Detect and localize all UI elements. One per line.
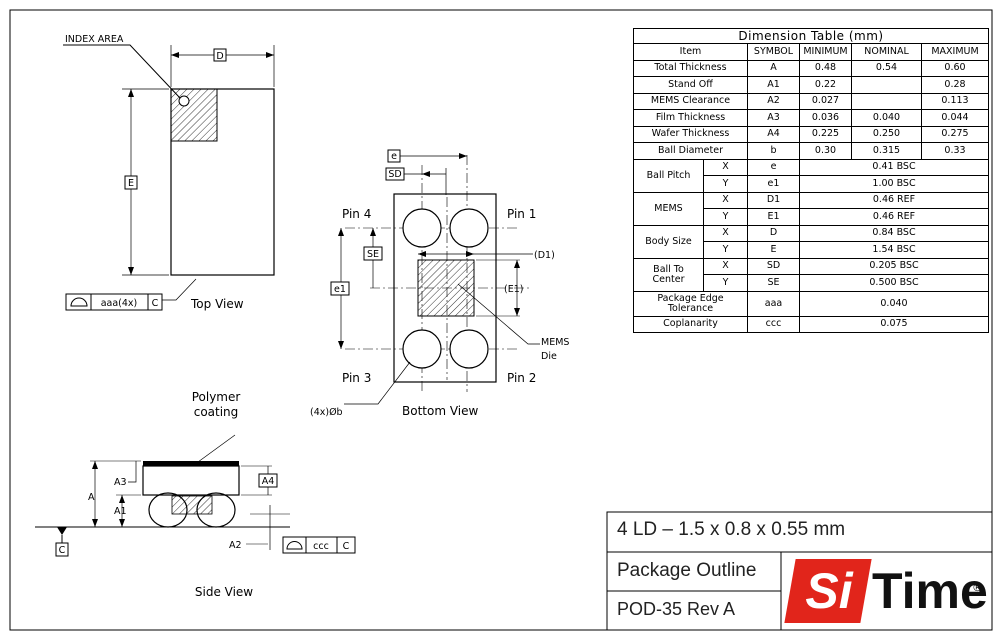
dim-e1-mems: (E1) [504,284,523,295]
top-view: INDEX AREA D E aaa(4x) C Top View [63,34,275,311]
dim-a4: A4 [262,476,275,487]
index-area-label: INDEX AREA [65,34,124,45]
profile-tolerance-icon [70,297,88,307]
ball-pin1 [449,208,489,248]
th-item: Item [633,43,748,61]
bottom-view-caption: Bottom View [402,404,478,418]
ball-pin3 [402,329,442,369]
index-leader [63,44,181,99]
profile-tolerance-icon-2 [286,541,303,550]
table-caption: Dimension Table (mm) [633,28,989,44]
dim-a1: A1 [114,506,127,517]
th-min: MINIMUM [799,43,852,61]
th-symbol: SYMBOL [747,43,800,61]
dim-a3: A3 [114,477,127,488]
dim-a2: A2 [229,540,242,551]
package-outline-label: Package Outline [617,560,757,581]
logo-time-text: Time [872,563,988,619]
package-body [170,88,275,276]
dim-d1: (D1) [534,250,555,261]
pin1-marker [178,95,190,107]
polymer-film [143,461,239,466]
logo-registered-mark: ® [972,581,983,594]
dim-e-label: E [128,178,134,189]
pin2-label: Pin 2 [507,371,536,385]
aaa-datum: C [152,298,159,309]
ccc-text: ccc [313,541,329,552]
dim-se: SE [367,249,379,260]
side-view: Polymer coating A3 A A1 A4 A2 [35,390,356,599]
datum-triangle [57,527,67,535]
ccc-datum: C [343,541,350,552]
ball-dia-label: (4x)Øb [310,407,343,418]
doc-revision: POD-35 Rev A [617,599,736,619]
aaa-text: aaa(4x) [101,298,138,309]
logo-si-text: Si [805,563,853,619]
aaa-frame [65,293,163,311]
wafer [142,465,240,496]
dim-e1: e1 [334,284,346,295]
side-view-caption: Side View [195,585,253,599]
pin4-label: Pin 4 [342,207,371,221]
dim-sd: SD [388,169,401,180]
pin3-label: Pin 3 [342,371,371,385]
index-area-hatch [170,88,218,142]
sheet-border [9,9,993,631]
pin1-label: Pin 1 [507,207,536,221]
th-nom: NOMINAL [851,43,922,61]
sitime-logo: Si Time ® [784,559,988,625]
mems-die [417,259,475,317]
datum-c-label: C [59,545,66,556]
ball-pin4 [402,208,442,248]
dimension-table: Dimension Table (mm) Item SYMBOL MINIMUM… [633,28,989,333]
polymer-label-1: Polymer [192,390,241,404]
dim-a: A [88,492,95,503]
mems-label-2: Die [541,351,557,362]
bottom-view: Pin 4 Pin 1 Pin 3 Pin 2 e SD SE e1 (D1) [310,149,569,418]
package-description: 4 LD – 1.5 x 0.8 x 0.55 mm [617,519,846,540]
mems-side [171,495,213,515]
dim-e-pitch: e [391,151,397,162]
dim-d-label: D [216,51,223,62]
polymer-label-2: coating [194,405,239,419]
ball-pin2 [449,329,489,369]
top-view-caption: Top View [190,297,244,311]
mems-label-1: MEMS [541,337,569,348]
th-max: MAXIMUM [921,43,989,61]
